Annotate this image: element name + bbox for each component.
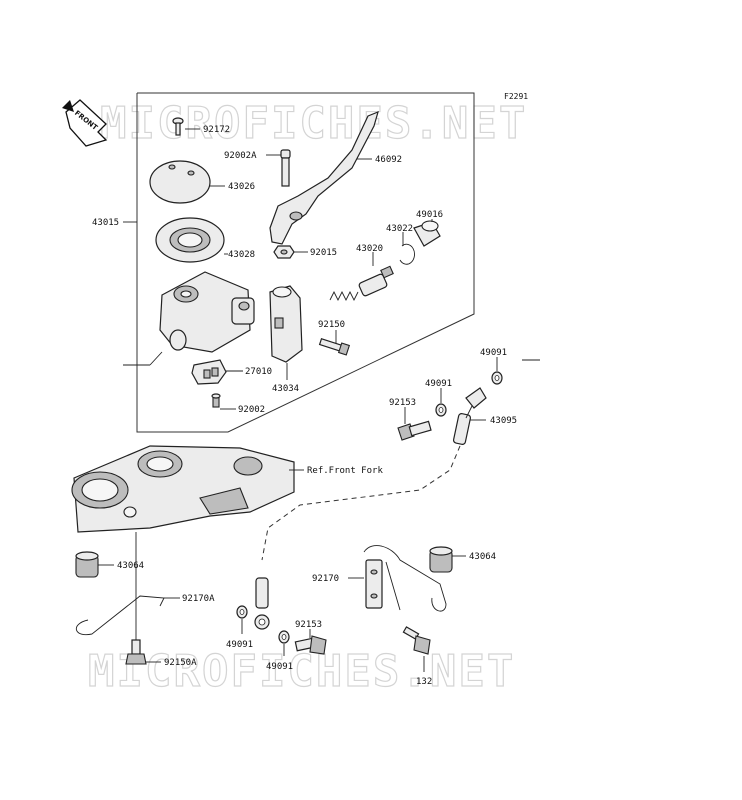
label-92150A: 92150A [164,658,197,668]
banjo-bolt-92153-a [397,420,432,441]
front-fork-bracket [71,445,295,533]
label-92002A: 92002A [224,151,257,161]
master-cylinder-assembly-box [123,92,475,433]
label-92153-a: 92153 [389,398,416,408]
label-43015: 43015 [92,218,119,228]
grommet-43064-a [75,551,99,578]
label-92153-b: 92153 [295,620,322,630]
label-43034: 43034 [272,384,299,394]
brake-hose-fitting-43095 [452,387,487,445]
hose-clamp-92170A [76,595,165,636]
label-43020: 43020 [356,244,383,254]
label-92015: 92015 [310,248,337,258]
washer-49091-c [236,605,248,619]
boot-49016 [413,220,441,247]
hose-clamp-92170 [363,545,447,612]
nut-92015 [273,245,295,259]
label-49016: 49016 [416,210,443,220]
brake-lever-46092 [269,110,379,245]
circlip-43022 [399,243,415,265]
washer-49091-d [278,630,290,644]
label-46092: 46092 [375,155,402,165]
figure-code: F2291 [504,92,528,101]
label-92150: 92150 [318,320,345,330]
brake-hose-lower-banjo [254,577,270,630]
front-arrow-icon: FRONT [62,99,108,147]
screw-92172 [172,117,184,136]
label-43028: 43028 [228,250,255,260]
label-92170A: 92170A [182,594,215,604]
label-43095: 43095 [490,416,517,426]
diaphragm-43028 [155,217,225,263]
label-43022: 43022 [386,224,413,234]
bolt-132 [402,626,431,655]
label-92172: 92172 [203,125,230,135]
switch-27010 [191,359,227,385]
reservoir-cap-43026 [149,160,211,204]
label-49091-a: 49091 [480,348,507,358]
screw-92002 [211,393,221,408]
washer-49091-b [435,403,447,417]
label-43026: 43026 [228,182,255,192]
holder-clamp-43034 [269,285,303,363]
label-49091-d: 49091 [266,662,293,672]
label-ref-front-fork: Ref.Front Fork [307,466,383,476]
label-92170: 92170 [312,574,339,584]
label-49091-b: 49091 [425,379,452,389]
label-132: 132 [416,677,432,687]
banjo-bolt-92153-b [294,635,327,655]
bolt-92150 [318,337,351,356]
label-43064-b: 43064 [469,552,496,562]
washer-49091-a [491,371,503,385]
pivot-bolt-92002A [280,149,291,187]
label-43064-a: 43064 [117,561,144,571]
grommet-43064-b [429,546,453,573]
watermark-top: MICROFICHES.NET [100,98,527,149]
bolt-92150A [125,639,147,665]
piston-kit-43020 [329,265,394,302]
label-27010: 27010 [245,367,272,377]
master-cylinder-body [159,271,255,353]
watermark-bottom: MICROFICHES.NET [88,646,515,697]
label-49091-c: 49091 [226,640,253,650]
brake-hose-path [261,445,461,561]
label-92002: 92002 [238,405,265,415]
